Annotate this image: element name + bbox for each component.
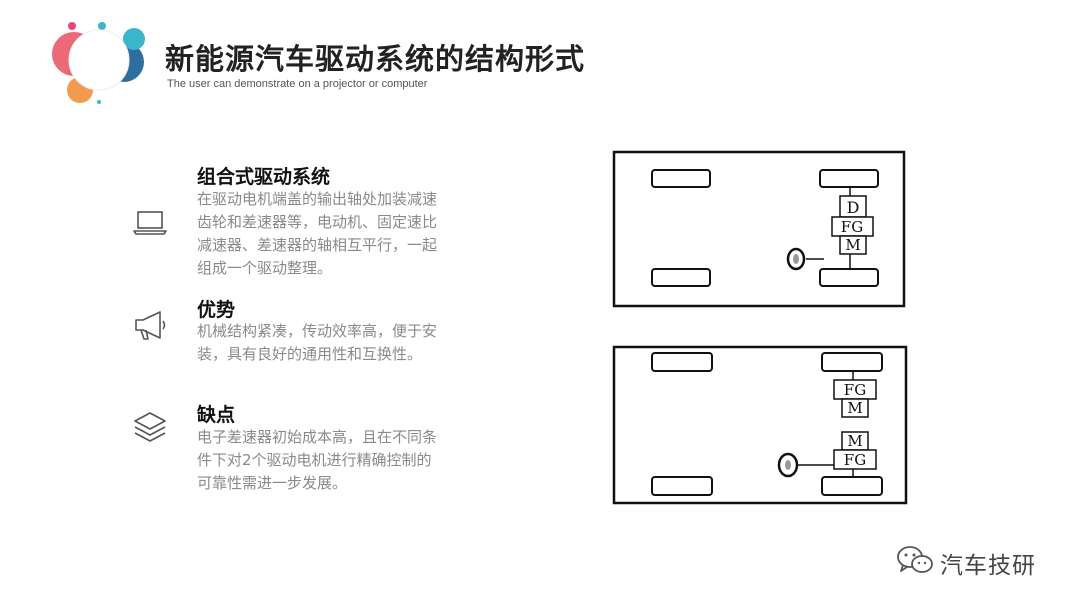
text-line: 机械结构紧凑，传动效率高，便于安 bbox=[197, 322, 438, 340]
wheel bbox=[821, 476, 883, 496]
section-heading: 优势 bbox=[197, 299, 236, 321]
wheel bbox=[821, 352, 883, 372]
logo bbox=[52, 22, 145, 104]
text-line: 组成一个驱动整理。 bbox=[197, 259, 333, 277]
wheel bbox=[651, 476, 713, 496]
page-title: 新能源汽车驱动系统的结构形式 bbox=[165, 42, 586, 76]
page-subtitle: The user can demonstrate on a projector … bbox=[167, 78, 428, 90]
section-body: 在驱动电机端盖的输出轴处加装减速 齿轮和差速器等，电动机、固定速比 减速器、差速… bbox=[197, 188, 459, 280]
megaphone-icon bbox=[135, 311, 166, 340]
text-line: 电子差速器初始成本高，且在不同条 bbox=[197, 428, 438, 446]
drivetrain-diagram-single-motor: D FG M bbox=[612, 150, 906, 308]
section-heading: 缺点 bbox=[197, 404, 236, 426]
drivetrain-diagram-dual-motor: FG M M FG bbox=[612, 345, 908, 505]
text-line: 装，具有良好的通用性和互换性。 bbox=[197, 345, 423, 363]
text-line: 齿轮和差速器等，电动机、固定速比 bbox=[197, 213, 438, 231]
wheel bbox=[651, 169, 711, 188]
diagram-label-d: D bbox=[847, 198, 860, 217]
diagram-label-fg: FG bbox=[844, 381, 866, 399]
watermark-text: 汽车技研 bbox=[940, 553, 1036, 579]
wheel bbox=[651, 268, 711, 287]
wheel bbox=[819, 169, 879, 188]
text-line: 件下对2个驱动电机进行精确控制的 bbox=[197, 451, 432, 469]
diagram-label-fg: FG bbox=[844, 451, 866, 469]
layers-icon bbox=[134, 412, 166, 442]
laptop-icon bbox=[133, 211, 167, 235]
diagram-label-m: M bbox=[845, 236, 860, 254]
diagram-label-m: M bbox=[847, 432, 862, 450]
diagram-label-m: M bbox=[847, 399, 862, 417]
diagram-label-fg: FG bbox=[841, 218, 863, 236]
text-line: 在驱动电机端盖的输出轴处加装减速 bbox=[197, 190, 438, 208]
wheel bbox=[819, 268, 879, 287]
section-body: 电子差速器初始成本高，且在不同条 件下对2个驱动电机进行精确控制的 可靠性需进一… bbox=[197, 426, 459, 495]
section-body: 机械结构紧凑，传动效率高，便于安 装，具有良好的通用性和互换性。 bbox=[197, 320, 459, 366]
text-line: 可靠性需进一步发展。 bbox=[197, 474, 348, 492]
text-line: 减速器、差速器的轴相互平行，一起 bbox=[197, 236, 438, 254]
wheel bbox=[651, 352, 713, 372]
wechat-icon bbox=[897, 546, 933, 573]
section-heading: 组合式驱动系统 bbox=[197, 166, 331, 188]
